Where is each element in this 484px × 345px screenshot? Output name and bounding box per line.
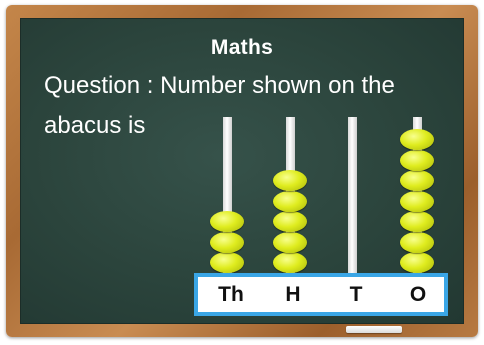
abacus-bead: [400, 149, 434, 171]
label-tens: T: [349, 283, 363, 306]
abacus-bead: [400, 211, 434, 232]
abacus-bead: [210, 252, 244, 273]
abacus-bead: [400, 252, 434, 273]
label-thousands: Th: [218, 283, 244, 306]
board-title: Maths: [210, 36, 274, 59]
abacus-bead: [273, 231, 307, 253]
abacus-bead: [400, 129, 434, 150]
place-value-label-box: Th H T O: [194, 273, 448, 316]
chalk-piece: [346, 326, 402, 333]
abacus-bead: [273, 252, 307, 273]
label-ones: O: [409, 283, 427, 306]
abacus-bead: [400, 190, 434, 212]
abacus-bead: [400, 170, 434, 191]
label-hundreds: H: [285, 283, 301, 306]
abacus-bead: [273, 170, 307, 191]
abacus-rod: [347, 117, 357, 273]
question-line-1: Question : Number shown on the: [44, 72, 395, 99]
question-line-2: abacus is: [44, 112, 146, 139]
abacus-bead: [210, 211, 244, 232]
abacus-rod: [222, 117, 232, 273]
abacus-bead: [400, 231, 434, 253]
abacus-bead: [273, 211, 307, 232]
abacus-bead: [210, 231, 244, 253]
abacus-bead: [273, 190, 307, 212]
